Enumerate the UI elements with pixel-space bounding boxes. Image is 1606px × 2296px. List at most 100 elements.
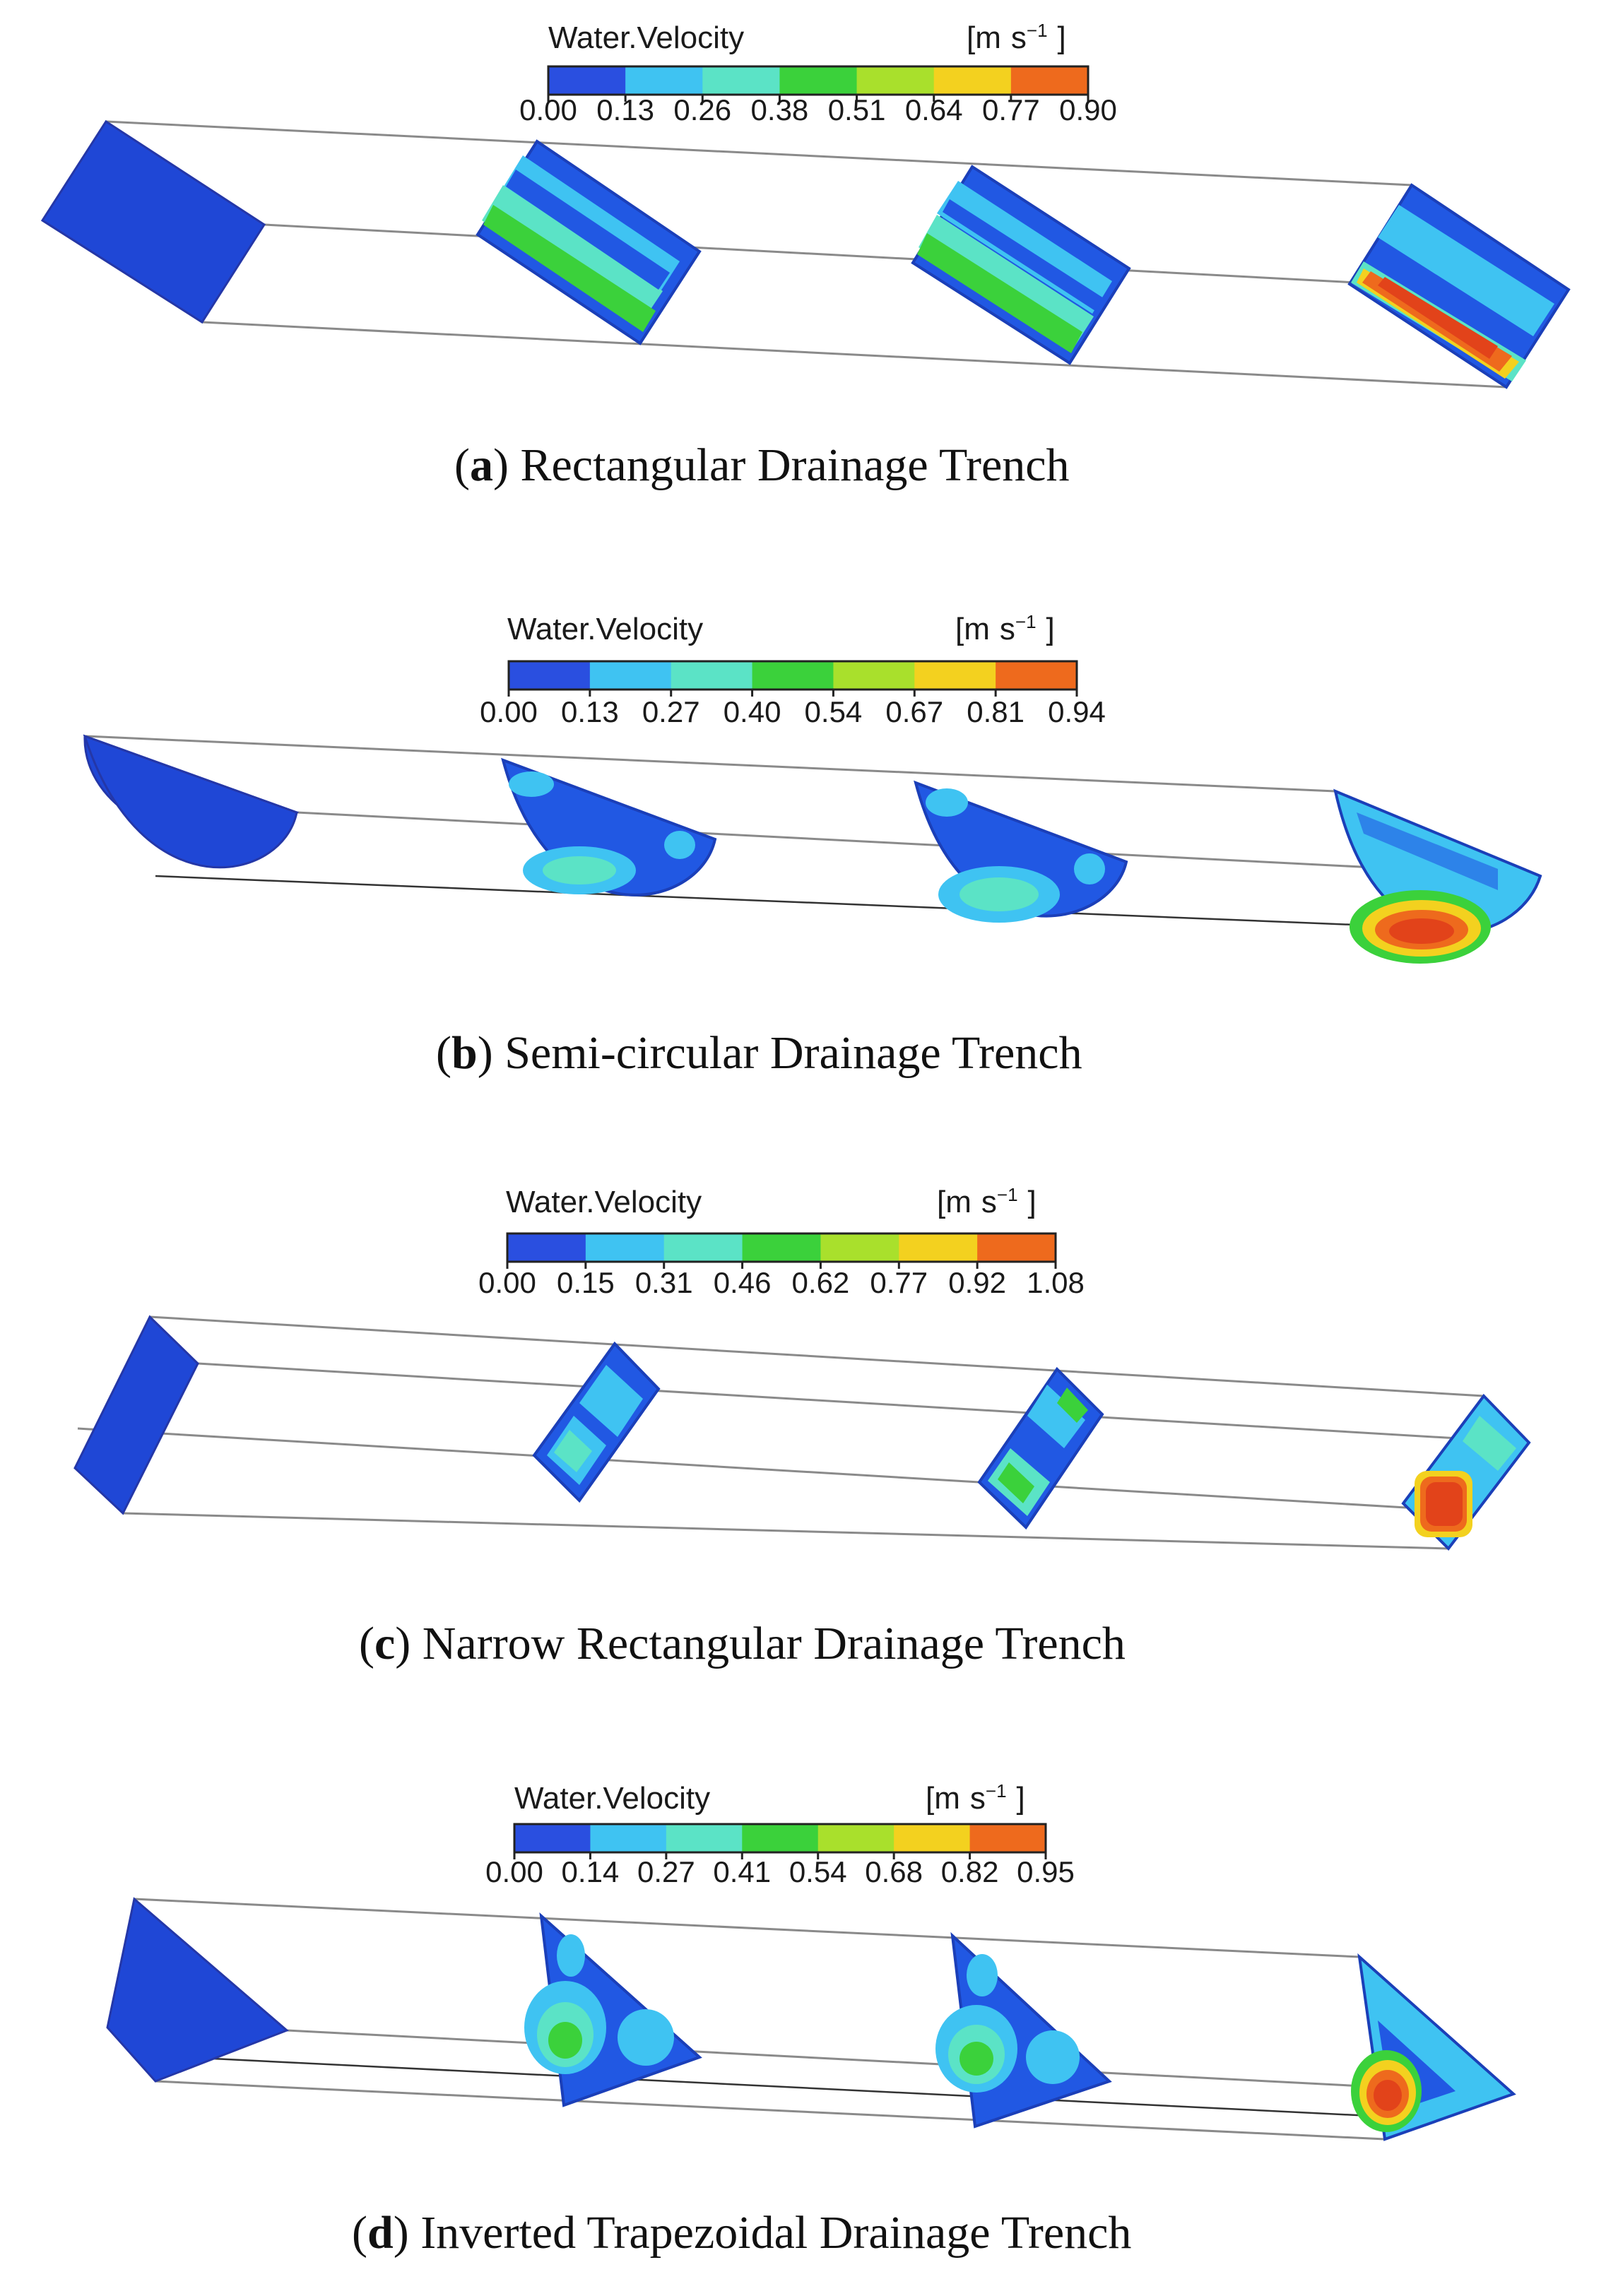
legend-title-b: Water.Velocity: [507, 612, 703, 646]
colorbar-segment: [833, 661, 915, 690]
trench-wireframe-b: [84, 735, 1541, 928]
colorbar-tick-label: 0.00: [480, 695, 538, 728]
colorbar-tick-label: 0.15: [557, 1266, 615, 1299]
colorbar-segment: [625, 66, 703, 95]
colorbar-tick-label: 0.27: [642, 695, 700, 728]
cross-section-b3: [914, 780, 1128, 923]
legend-title-c: Water.Velocity: [506, 1185, 702, 1219]
cross-section-b4: [1333, 788, 1542, 964]
trench-wireframe-c: [77, 1315, 1530, 1550]
caption-c: (c) Narrow Rectangular Drainage Trench: [359, 1618, 1126, 1669]
colorbar-border: [547, 65, 1090, 96]
colorbar-tick-label: 0.94: [1048, 695, 1106, 728]
colorbar-segment: [856, 66, 935, 95]
colorbar-segment: [820, 1233, 899, 1262]
colorbar-segment: [589, 661, 672, 690]
colorbar-border: [507, 660, 1078, 691]
colorbar-border: [506, 1232, 1057, 1263]
colorbar-border: [513, 1823, 1047, 1854]
colorbar-tick-label: 0.51: [828, 93, 886, 126]
cross-section-c2: [532, 1341, 661, 1503]
colorbar-tick-label: 0.54: [789, 1855, 847, 1888]
colorbar-d: [513, 1823, 1047, 1859]
colorbar-segment: [752, 661, 834, 690]
colorbar-segment: [590, 1824, 667, 1852]
cross-section-d3: [935, 1931, 1112, 2129]
cross-section-d4: [1351, 1953, 1516, 2141]
cross-section-a4: [1347, 183, 1571, 389]
colorbar-tick-label: 0.46: [714, 1266, 772, 1299]
colorbar-tick-label: 0.68: [865, 1855, 923, 1888]
caption-a: (a) Rectangular Drainage Trench: [454, 439, 1070, 491]
colorbar-segment: [1010, 66, 1089, 95]
colorbar-tick-label: 0.38: [751, 93, 809, 126]
colorbar-segment: [509, 661, 591, 690]
colorbar-tick-label: 0.00: [519, 93, 577, 126]
cross-section-a2: [476, 139, 702, 345]
colorbar-tick-label: 0.64: [905, 93, 963, 126]
colorbar-tick-label: 0.77: [982, 93, 1040, 126]
cross-section-a1: [40, 119, 266, 324]
colorbar-tick-label: 0.00: [485, 1855, 543, 1888]
colorbar-segment: [779, 66, 858, 95]
colorbar-segment: [585, 1233, 665, 1262]
cross-section-c4: [1401, 1393, 1531, 1551]
colorbar-tick-label: 0.77: [870, 1266, 928, 1299]
cross-section-b2: [501, 757, 717, 896]
colorbar-tick-label: 0.81: [967, 695, 1025, 728]
cross-section-b1: [83, 734, 300, 869]
colorbar-c: [506, 1232, 1057, 1269]
colorbar-segment: [514, 1824, 591, 1852]
colorbar-segment: [969, 1824, 1046, 1852]
colorbar-tick-label: 0.40: [724, 695, 781, 728]
colorbar-a: [547, 65, 1090, 102]
colorbar-segment: [742, 1824, 819, 1852]
caption-b: (b) Semi-circular Drainage Trench: [436, 1027, 1082, 1079]
colorbar-tick-label: 0.92: [948, 1266, 1006, 1299]
cross-section-c3: [977, 1366, 1104, 1530]
colorbar-tick-label: 0.54: [805, 695, 863, 728]
colorbar-segment: [671, 661, 753, 690]
colorbar-segment: [914, 661, 996, 690]
cross-section-c1: [73, 1315, 199, 1515]
legend-title-a: Water.Velocity: [548, 20, 744, 55]
colorbar-ticks-b: 0.00 0.13 0.27 0.40 0.54 0.67 0.81 0.94: [480, 695, 1106, 728]
colorbar-segment: [507, 1233, 586, 1262]
colorbar-segment: [702, 66, 780, 95]
colorbar-tick-label: 0.62: [792, 1266, 850, 1299]
colorbar-tick-label: 0.14: [562, 1855, 620, 1888]
colorbar-segment: [933, 66, 1012, 95]
colorbar-segment: [894, 1824, 971, 1852]
colorbar-tick-label: 0.31: [635, 1266, 693, 1299]
colorbar-segment: [996, 661, 1077, 690]
trench-wireframe-a: [42, 120, 1517, 389]
colorbar-segment: [663, 1233, 743, 1262]
colorbar-segment: [666, 1824, 743, 1852]
colorbar-tick-label: 0.13: [561, 695, 619, 728]
trench-wireframe-d: [134, 1898, 1514, 2141]
colorbar-segment: [899, 1233, 978, 1262]
colorbar-segment: [548, 66, 626, 95]
colorbar-tick-label: 0.13: [596, 93, 654, 126]
colorbar-segment: [742, 1233, 821, 1262]
colorbar-tick-label: 0.26: [673, 93, 731, 126]
colorbar-tick-label: 0.67: [885, 695, 943, 728]
colorbar-tick-label: 0.90: [1059, 93, 1117, 126]
cross-section-a3: [911, 165, 1131, 365]
legend-title-d: Water.Velocity: [514, 1781, 710, 1816]
